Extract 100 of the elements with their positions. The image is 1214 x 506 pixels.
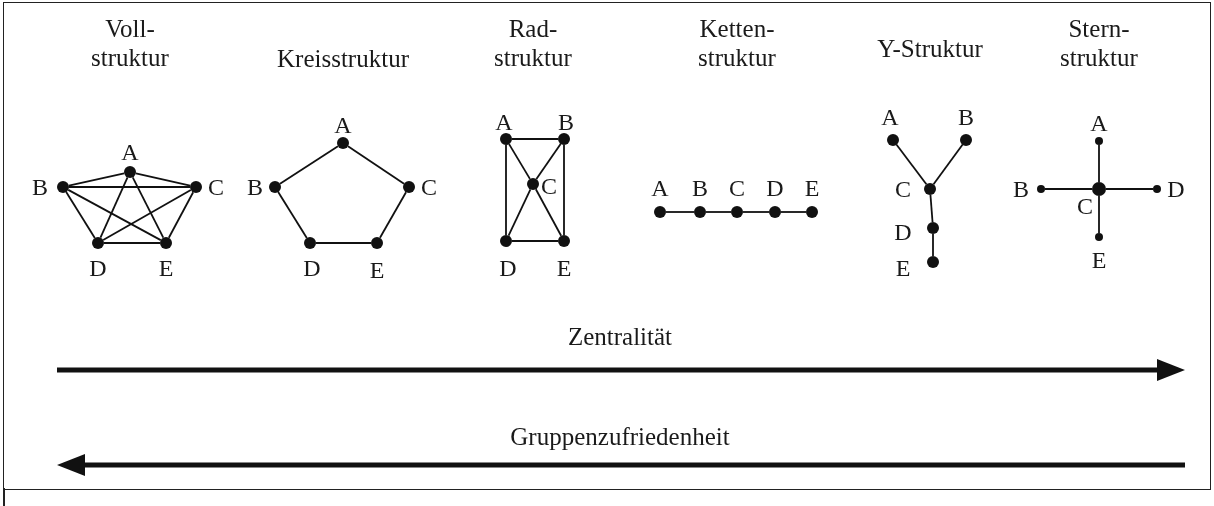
connector-line [99,176,129,239]
node-dot [1095,233,1103,241]
node-dot [924,183,936,195]
connector-line [277,191,308,239]
connector-line [895,143,928,186]
node-label: E [369,258,385,282]
connector-line [315,242,372,244]
structure-title: Ketten- struktur [697,14,777,72]
node-label: C [208,175,224,199]
node-label: E [895,256,911,280]
axis-label: Gruppenzufriedenheit [509,422,731,451]
connector-line [563,144,565,236]
node-dot [57,181,69,193]
node-dot [527,178,539,190]
node-label: E [1091,248,1107,272]
structure-title: Stern- struktur [1059,14,1139,72]
node-label: E [804,176,820,200]
connector-line [1044,188,1093,190]
node-dot [654,206,666,218]
connector-line [508,143,531,180]
structure-title: Voll- struktur [90,14,170,72]
node-dot [694,206,706,218]
connector-line [103,242,161,244]
node-dot [887,134,899,146]
connector-line [511,138,559,140]
connector-line [67,172,126,187]
node-dot [927,256,939,268]
node-dot [160,237,172,249]
node-label: C [895,177,911,201]
connector-line [1105,188,1154,190]
connector-line [505,144,507,236]
connector-line [705,211,732,213]
connector-line [1098,144,1100,183]
node-dot [124,166,136,178]
connector-line [167,191,195,239]
connector-line [507,188,532,237]
node-label: B [692,176,708,200]
node-label: A [881,105,899,129]
node-dot [500,235,512,247]
connector-line [131,176,165,239]
connector-line [347,145,405,185]
node-dot [1092,182,1106,196]
node-dot [92,237,104,249]
node-dot [1037,185,1045,193]
node-label: D [303,256,321,280]
connector-line [379,191,407,239]
connector-line [1098,195,1100,234]
structure-title: Kreisstruktur [276,44,410,73]
connector-line [279,145,339,185]
connector-line [511,240,559,242]
axis-label: Zentralität [566,322,674,351]
node-dot [1095,137,1103,145]
connector-line [535,143,562,180]
node-label: A [651,176,669,200]
node-dot [190,181,202,193]
node-dot [500,133,512,145]
node-label: A [1090,111,1108,135]
node-label: C [421,175,437,199]
node-dot [558,235,570,247]
node-label: B [247,175,263,199]
node-label: D [89,256,107,280]
node-label: C [729,176,745,200]
connector-line [534,188,563,237]
node-dot [337,137,349,149]
node-label: A [334,113,352,137]
node-label: B [958,105,974,129]
connector-line [65,191,96,239]
node-dot [769,206,781,218]
node-dot [806,206,818,218]
node-dot [1153,185,1161,193]
connector-line [665,211,695,213]
node-dot [304,237,316,249]
node-label: A [495,110,513,134]
connector-line [68,186,191,188]
connector-line [932,233,934,257]
node-dot [403,181,415,193]
node-label: D [1167,177,1185,201]
node-label: A [121,140,139,164]
node-label: B [32,175,48,199]
connector-line [929,194,934,223]
connector-line [932,143,964,186]
connector-line [780,211,807,213]
structure-title: Rad- struktur [493,14,573,72]
connector-line [67,188,162,242]
node-label: B [558,110,574,134]
connector-line [134,172,192,187]
node-label: D [766,176,784,200]
node-dot [960,134,972,146]
structure-title: Y-Struktur [876,34,984,63]
node-label: E [158,256,174,280]
node-dot [558,133,570,145]
node-label: B [1013,177,1029,201]
node-label: E [556,256,572,280]
node-dot [371,237,383,249]
node-dot [731,206,743,218]
node-label: D [894,220,912,244]
connector-line [102,189,192,241]
node-label: C [541,174,557,198]
node-label: D [499,256,517,280]
node-dot [269,181,281,193]
